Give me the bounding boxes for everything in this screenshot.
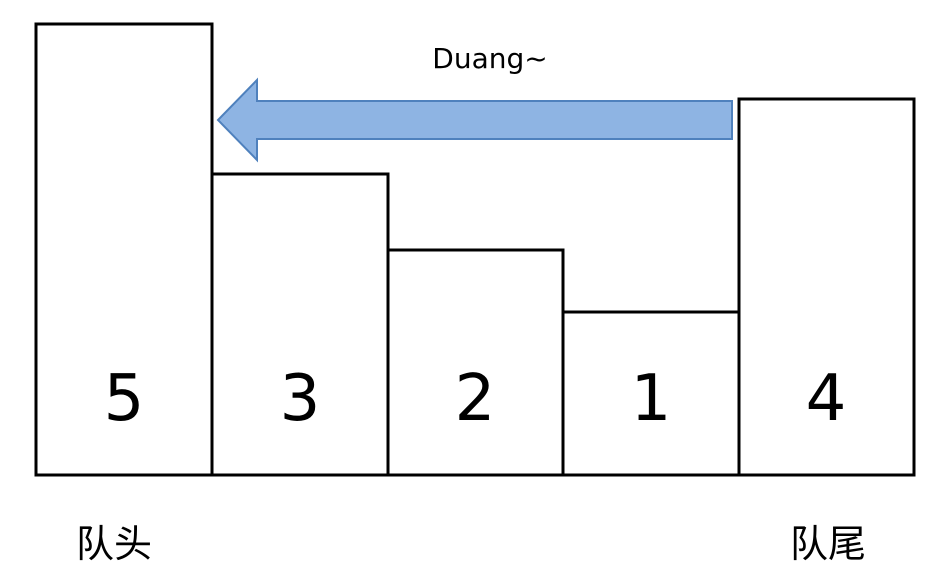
bars-group [34,22,916,477]
bar-2 [210,172,390,477]
bar-3 [386,248,565,477]
bar-label-5: 4 [806,362,847,436]
bar-label-4: 1 [631,362,672,436]
bar-labels: 5 3 2 1 4 [104,362,847,436]
bar-label-3: 2 [455,362,496,436]
bar-label-1: 5 [104,362,145,436]
queue-head-label: 队头 [76,522,152,566]
bar-5 [737,97,916,477]
bar-1 [34,22,214,477]
arrow-label: Duang~ [432,42,547,75]
left-arrow [216,77,733,163]
bar-label-2: 3 [280,362,321,436]
queue-tail-label: 队尾 [790,522,866,566]
